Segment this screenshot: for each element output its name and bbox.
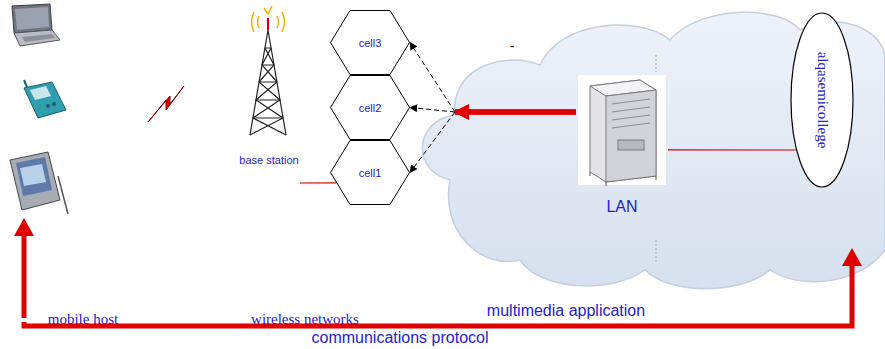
base-station-tower (250, 6, 286, 135)
cell-hexagon: cell3 (330, 10, 410, 75)
lan-server-node: LAN (576, 72, 668, 218)
connector-segment (455, 110, 576, 115)
cloud-mark (656, 240, 657, 262)
laptop-icon (12, 4, 60, 46)
connector-segment (410, 43, 455, 113)
base-station-node: base station (238, 10, 300, 190)
connector-segment (410, 112, 455, 173)
connector (300, 182, 336, 183)
connector-segment (455, 110, 576, 115)
phone-icon (24, 80, 66, 118)
mobile-host-label: mobile host (48, 311, 118, 328)
cell-hexagon: cell2 (330, 75, 410, 140)
cloud-mark (656, 55, 657, 72)
pda-icon (10, 152, 68, 214)
node-label: cell2 (359, 102, 382, 114)
hexagon-shape (331, 11, 410, 75)
node-label: LAN (606, 198, 637, 216)
node-label: base station (239, 154, 298, 166)
protocol-arrowhead (842, 248, 862, 266)
hexagon-shape (331, 76, 410, 140)
protocol-arrow (24, 228, 852, 326)
dash-mark: - (510, 38, 515, 54)
server-icon (578, 75, 666, 186)
lan-cloud (422, 12, 885, 288)
connector (410, 108, 576, 113)
connector-segment (668, 149, 796, 150)
connector-segment (300, 182, 336, 183)
protocol-label: communications protocol (312, 329, 489, 347)
node-label: cell1 (359, 167, 382, 179)
college-ellipse: alqasemicollege (790, 12, 854, 188)
connector-segment (410, 108, 455, 113)
wireless-networks-label: wireless networks (251, 311, 359, 328)
node-label: cell3 (359, 37, 382, 49)
cell-hexagon: cell1 (330, 140, 410, 205)
connector (410, 43, 576, 113)
multimedia-label: multimedia application (487, 302, 645, 320)
ellipse-shape (791, 13, 853, 187)
connector (410, 112, 576, 173)
connector-segment (455, 110, 576, 115)
protocol-arrowhead (14, 218, 34, 236)
connector (668, 149, 796, 150)
wireless-bolt (148, 86, 184, 122)
hexagon-shape (331, 141, 410, 205)
node-label: alqasemicollege (814, 52, 831, 149)
